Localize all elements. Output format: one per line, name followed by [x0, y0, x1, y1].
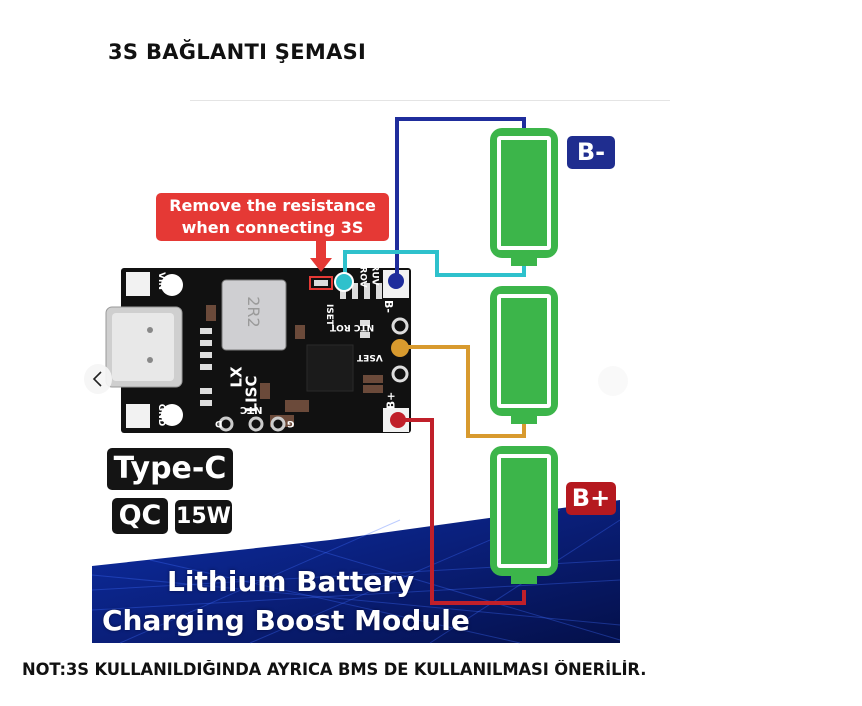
- ic-chip: [306, 344, 354, 392]
- b-minus-wire: [395, 117, 526, 281]
- silk-ruv: RUV: [369, 264, 380, 286]
- hole-gnd: [161, 404, 183, 426]
- next-button[interactable]: [598, 366, 628, 396]
- b-plus-terminal-dot: [390, 412, 406, 428]
- prev-button[interactable]: [84, 364, 112, 394]
- silk-g: G: [287, 418, 295, 428]
- b-plus-label: B+: [566, 482, 616, 515]
- divider: [190, 100, 670, 101]
- cell12-terminal-dot: [334, 272, 354, 292]
- pad-g: [270, 416, 286, 432]
- resistor-highlight: [309, 276, 333, 290]
- silk-b-plus: B+: [384, 391, 398, 410]
- banner-line-1: Lithium Battery: [167, 565, 415, 598]
- pad-unused: [391, 365, 409, 383]
- battery-cell-1: [490, 128, 558, 266]
- pad-gnd: [126, 404, 150, 428]
- warning-line-1: Remove the resistance: [169, 196, 376, 215]
- silk-d: D: [215, 418, 223, 428]
- page-title: 3S BAĞLANTI ŞEMASI: [108, 40, 367, 64]
- silk-vin: VIN: [155, 272, 166, 290]
- pad-d: [218, 416, 234, 432]
- silk-ntc: NTC: [240, 404, 263, 415]
- footer-note: NOT:3S KULLANILDIĞINDA AYRICA BMS DE KUL…: [22, 660, 647, 679]
- vset-wire: [400, 345, 526, 438]
- warning-line-2: when connecting 3S: [181, 218, 364, 237]
- silk-ntc-rot: NTC ROT: [330, 322, 375, 332]
- warning-callout: Remove the resistance when connecting 3S: [156, 193, 389, 241]
- b-minus-terminal-dot: [388, 273, 404, 289]
- silk-rov: ROV: [357, 266, 368, 288]
- warning-arrow: [310, 241, 332, 272]
- qc-badge: QC: [112, 498, 168, 534]
- hole-vin: [161, 274, 183, 296]
- chevron-left-icon: [92, 371, 102, 387]
- b-minus-label: B-: [567, 136, 615, 169]
- b-plus-wire: [398, 418, 526, 605]
- silk-gnd: GND: [156, 403, 167, 427]
- type-c-badge: Type-C: [107, 448, 233, 490]
- inductor: [221, 279, 287, 351]
- inductor-label: 2R2: [244, 296, 263, 327]
- battery-cell-2: [490, 286, 558, 424]
- banner-background: [92, 500, 620, 643]
- banner-line-2: Charging Boost Module: [102, 604, 470, 637]
- silk-b-minus: B-: [381, 300, 395, 313]
- power-badge: 15W: [175, 500, 232, 534]
- vset-terminal-dot: [391, 339, 409, 357]
- pad-ntc-right: [391, 317, 409, 335]
- silk-vset: VSET: [357, 352, 383, 362]
- battery-cell-3: [490, 446, 558, 584]
- pad-vin: [126, 272, 150, 296]
- cell12-wire: [343, 250, 526, 280]
- chevron-right-icon: [598, 366, 628, 396]
- pad-ntc: [248, 416, 264, 432]
